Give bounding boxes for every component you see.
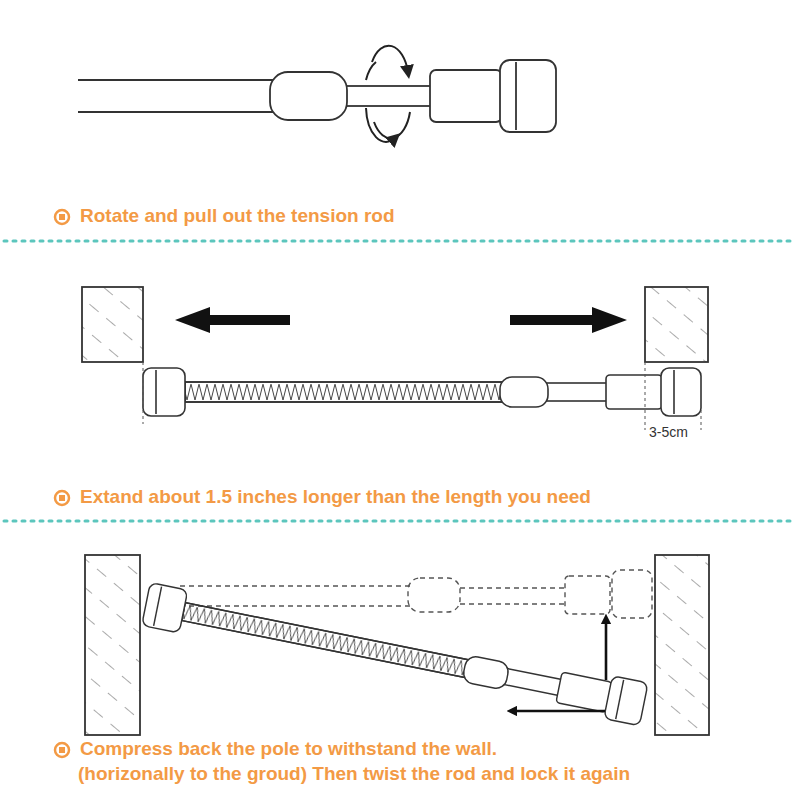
push-arrow bbox=[175, 307, 627, 333]
bullet-core bbox=[59, 214, 65, 753]
ghost-rod bbox=[180, 570, 652, 618]
step-caption: Compress back the pole to withstand the … bbox=[80, 738, 497, 760]
separator bbox=[4, 241, 796, 521]
wall bbox=[82, 287, 708, 362]
rod-detail bbox=[78, 60, 556, 132]
step-caption: Extand about 1.5 inches longer than the … bbox=[80, 486, 591, 508]
step-caption: (horizonally to the groud) Then twist th… bbox=[78, 763, 630, 785]
move-arrow bbox=[515, 622, 606, 711]
step-caption: Rotate and pull out the tension rod bbox=[80, 205, 395, 227]
bullet bbox=[55, 210, 69, 757]
tension-rod bbox=[143, 368, 701, 416]
dimension-line bbox=[143, 362, 701, 430]
rotate-arrow bbox=[366, 46, 410, 142]
wall bbox=[85, 555, 709, 735]
tension-rod bbox=[142, 583, 648, 726]
dimension-label: 3-5cm bbox=[648, 424, 689, 440]
